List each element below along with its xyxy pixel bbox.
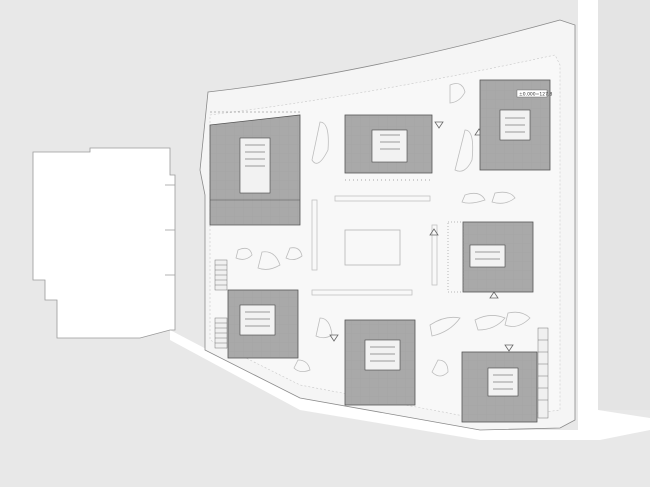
bench-east	[431, 224, 438, 286]
road-south	[0, 430, 650, 487]
stairs	[214, 259, 549, 419]
road-bend-se	[598, 410, 650, 428]
landscape-islands	[235, 83, 531, 377]
bench-west	[311, 199, 318, 271]
building-n-center	[344, 114, 433, 181]
elevation-label: ±0.000=127.8	[519, 92, 552, 98]
building-nw	[209, 114, 301, 226]
road-vertical-east	[578, 0, 598, 487]
building-w	[227, 289, 299, 359]
bench-south	[311, 289, 413, 296]
building-ne: ±0.000=127.8	[479, 79, 552, 171]
road-south-diagonal	[170, 330, 650, 440]
bench-north	[334, 195, 431, 202]
building-s-center	[344, 319, 416, 406]
road-east-right	[598, 0, 650, 410]
building-se	[461, 351, 538, 423]
central-plaza	[344, 229, 401, 266]
neighbor-notch	[165, 184, 175, 276]
building-e	[447, 221, 534, 293]
neighbor-building	[32, 147, 176, 339]
